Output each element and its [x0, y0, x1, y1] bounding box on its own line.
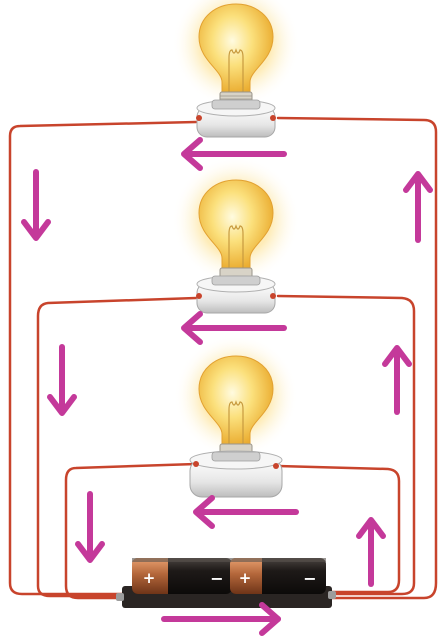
arrow-bottom-bulb — [193, 495, 299, 529]
battery-left-minus: − — [210, 569, 223, 588]
arrow-middle-bulb — [181, 311, 287, 345]
bulb-socket — [196, 91, 276, 138]
battery-cell-right: + − — [230, 558, 326, 594]
current-arrows — [21, 137, 433, 636]
light-bulb-bottom — [174, 334, 298, 498]
bulb-filament — [228, 400, 244, 446]
arrow-left-outer — [21, 169, 51, 241]
wires — [8, 116, 438, 600]
arrow-left-middle — [47, 344, 77, 416]
arrow-battery — [161, 602, 281, 636]
arrow-top-bulb — [181, 137, 287, 171]
wire-inner-right — [276, 464, 401, 594]
wire-outer-right — [276, 116, 438, 600]
bulb-socket — [196, 267, 276, 314]
wire-inner-left — [64, 462, 198, 600]
bulb-filament — [228, 224, 244, 270]
battery-cell-left: + − — [132, 558, 232, 594]
bulb-socket — [189, 443, 283, 498]
light-bulb-top — [172, 0, 300, 138]
wire-outer-left — [8, 120, 198, 596]
arrow-left-inner — [75, 491, 105, 563]
battery-terminal-left — [116, 593, 124, 601]
battery-pack: + − + − — [116, 558, 336, 608]
wire-middle-left — [36, 296, 198, 598]
arrow-right-inner — [356, 517, 386, 587]
battery-right-plus: + — [239, 569, 252, 587]
battery-terminal-right — [328, 591, 336, 599]
bulb-filament — [228, 48, 244, 94]
light-bulb-middle — [172, 156, 300, 314]
battery-left-plus: + — [143, 569, 156, 587]
arrow-right-middle — [382, 345, 412, 415]
battery-right-minus: − — [303, 569, 316, 588]
arrow-right-outer — [403, 171, 433, 243]
wire-middle-right — [276, 294, 416, 596]
